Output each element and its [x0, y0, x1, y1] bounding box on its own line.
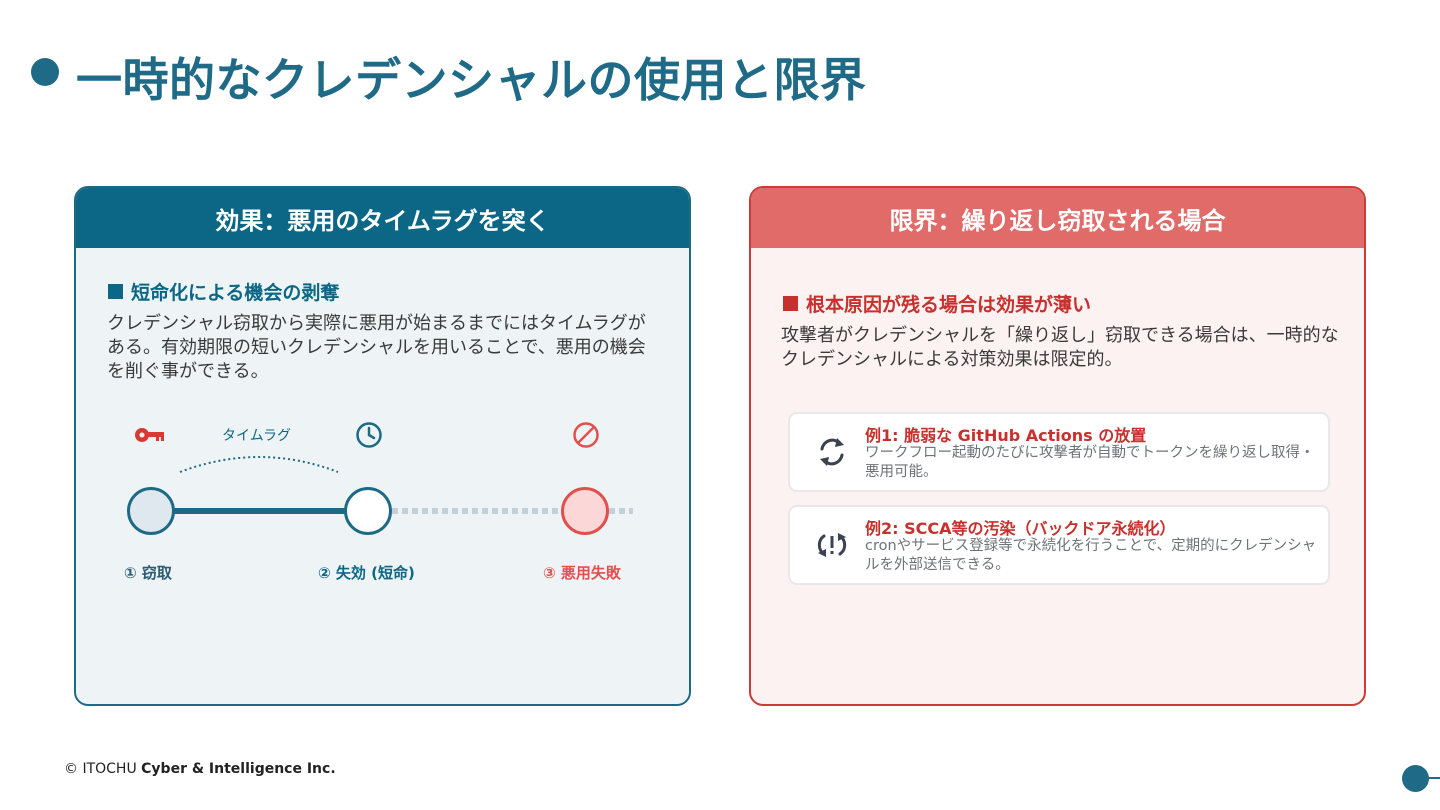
example-1-title: 例1: 脆弱な GitHub Actions の放置	[865, 426, 1147, 445]
copyright-text: © ITOCHU	[64, 761, 137, 777]
effect-body-text: クレデンシャル窃取から実際に悪用が始まるまでにはタイムラグがある。有効期限の短い…	[107, 313, 646, 382]
corner-decoration-line	[1428, 777, 1440, 779]
example-card-1: 例1: 脆弱な GitHub Actions の放置 ワークフロー起動のたびに攻…	[788, 412, 1330, 492]
timeline-node-abuse-fail	[561, 487, 609, 535]
timeline-solid-line	[174, 508, 346, 514]
sync-alert-icon	[817, 533, 847, 557]
prohibited-icon	[573, 422, 599, 448]
timeline-node-theft	[127, 487, 175, 535]
corner-decoration-dot	[1402, 765, 1429, 792]
effect-card-header: 効果：悪用のタイムラグを突く	[76, 188, 689, 248]
timeline-label-abuse-fail: ③ 悪用失敗	[543, 564, 621, 582]
limit-section-title: 根本原因が残る場合は効果が薄い	[783, 290, 1091, 317]
square-bullet-icon	[108, 284, 123, 299]
timeline-dotted-tail	[609, 508, 633, 514]
limit-card-header: 限界：繰り返し窃取される場合	[751, 188, 1364, 248]
company-name: Cyber & Intelligence Inc.	[141, 761, 336, 777]
timelag-arc	[179, 456, 339, 473]
title-bullet	[31, 58, 59, 86]
example-card-2: 例2: SCCA等の汚染（バックドア永続化） cronやサービス登録等で永続化を…	[788, 505, 1330, 585]
clock-icon	[356, 422, 382, 448]
timeline-label-theft: ① 窃取	[124, 564, 172, 582]
square-bullet-icon	[783, 296, 798, 311]
timeline-dotted-line	[392, 508, 564, 514]
limit-card: 限界：繰り返し窃取される場合 根本原因が残る場合は効果が薄い 攻撃者がクレデンシ…	[749, 186, 1366, 706]
effect-section-title: 短命化による機会の剥奪	[108, 278, 339, 305]
key-icon	[135, 428, 164, 442]
limit-body-text: 攻撃者がクレデンシャルを「繰り返し」窃取できる場合は、一時的なクレデンシャルによ…	[781, 325, 1339, 370]
footer-copyright: © ITOCHU Cyber & Intelligence Inc.	[64, 761, 336, 777]
timeline-node-expire	[344, 487, 392, 535]
sync-icon	[820, 438, 844, 466]
example-1-desc: ワークフロー起動のたびに攻撃者が自動でトークンを繰り返し取得・悪用可能。	[865, 445, 1315, 480]
timelag-label: タイムラグ	[222, 428, 292, 444]
example-2-title: 例2: SCCA等の汚染（バックドア永続化）	[865, 519, 1176, 538]
example-2-desc: cronやサービス登録等で永続化を行うことで、定期的にクレデンシャルを外部送信で…	[865, 538, 1317, 573]
effect-card: 効果：悪用のタイムラグを突く 短命化による機会の剥奪 クレデンシャル窃取から実際…	[74, 186, 691, 706]
timeline-label-expire: ② 失効 (短命)	[318, 564, 415, 582]
page-title: 一時的なクレデンシャルの使用と限界	[76, 53, 867, 107]
